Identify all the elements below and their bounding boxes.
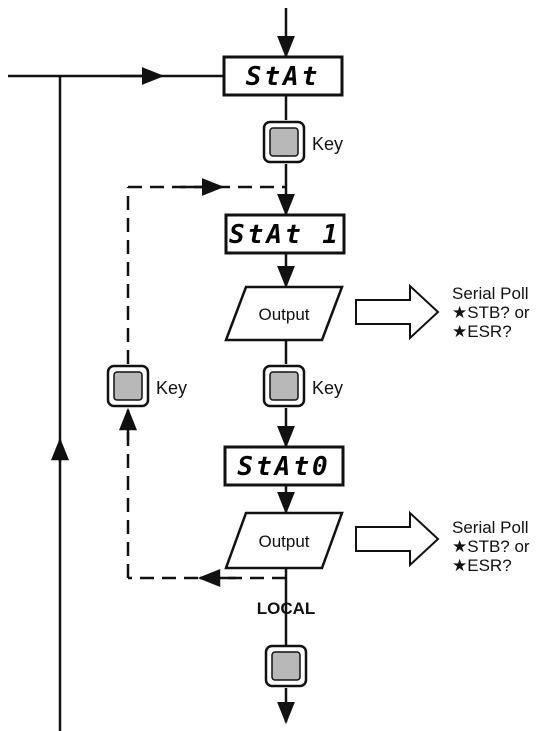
serial-poll-annotation-1: Serial Poll ★STB? or ★ESR? [452, 284, 530, 341]
poll-line-2: ★STB? or [452, 303, 530, 322]
key-label-top: Key [312, 134, 343, 154]
key-button-left: Key [106, 364, 187, 408]
output-label-2: Output [258, 532, 309, 551]
poll-line-3: ★ESR? [452, 556, 512, 575]
key-icon [271, 651, 301, 681]
key-label-left: Key [156, 378, 187, 398]
local-key-button: LOCAL [257, 599, 316, 688]
output-block-1: Output [224, 285, 344, 342]
display-box [222, 55, 344, 97]
key-icon [113, 371, 143, 401]
display-box [223, 445, 345, 487]
output-shape [224, 285, 344, 342]
poll-line-2: ★STB? or [452, 537, 530, 556]
key-icon [269, 127, 299, 157]
display-box [224, 213, 346, 255]
key-button-top: Key [262, 120, 343, 164]
poll-line-1: Serial Poll [452, 284, 529, 303]
key-label-middle: Key [312, 378, 343, 398]
main-flow-lines [8, 8, 295, 731]
display-stat0: StAt0 [223, 445, 345, 487]
key-icon [269, 371, 299, 401]
display-text-stat1: StAt 1 [229, 220, 341, 250]
key-button-middle: Key [262, 364, 343, 408]
output-label-1: Output [258, 305, 309, 324]
display-stat: StAt [222, 55, 344, 97]
poll-line-1: Serial Poll [452, 518, 529, 537]
hollow-arrow-1 [355, 283, 440, 341]
display-text-stat: StAt [246, 62, 321, 92]
local-label: LOCAL [257, 599, 316, 618]
poll-line-3: ★ESR? [452, 322, 512, 341]
hollow-arrow-2 [355, 510, 440, 568]
display-text-stat0: StAt0 [237, 452, 330, 482]
output-shape [224, 511, 344, 570]
serial-poll-annotation-2: Serial Poll ★STB? or ★ESR? [452, 518, 530, 575]
output-block-2: Output [224, 511, 344, 570]
display-stat1: StAt 1 [224, 213, 346, 255]
